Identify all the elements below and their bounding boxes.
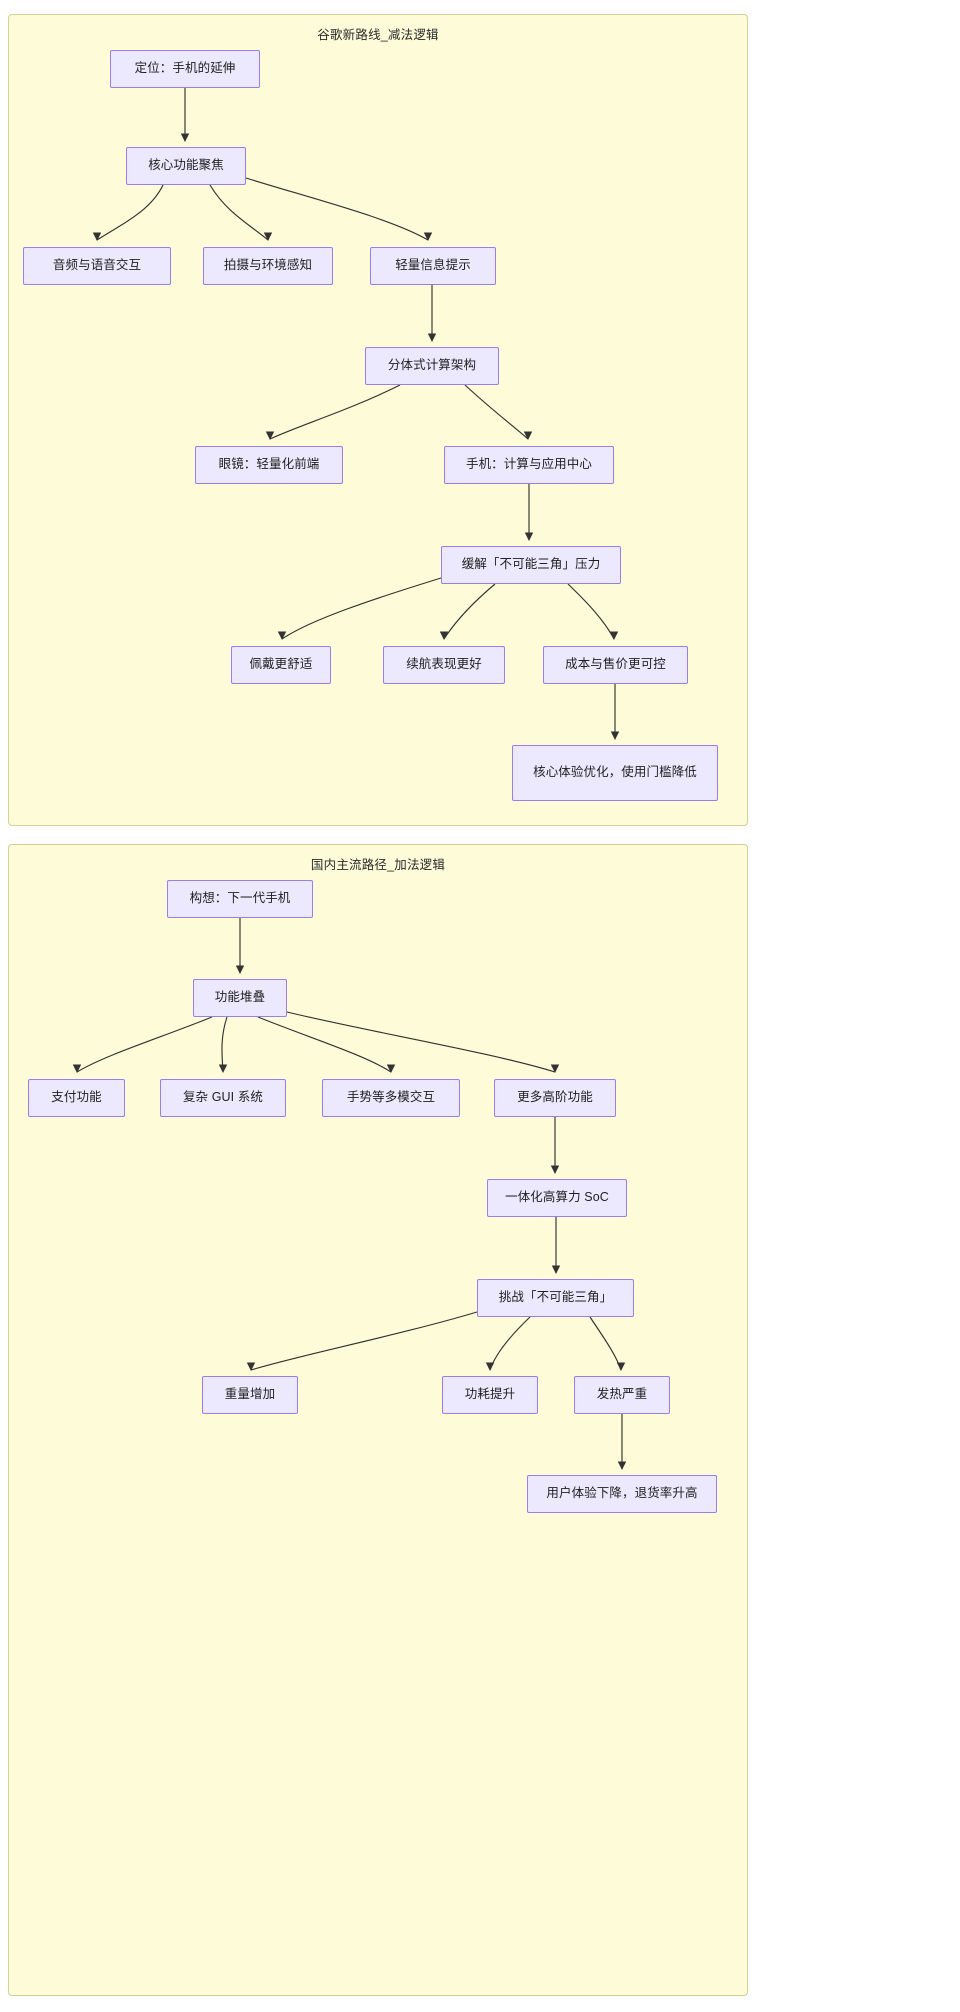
node-d10[interactable]: 功耗提升 <box>442 1376 538 1414</box>
node-label: 复杂 GUI 系统 <box>182 1090 264 1105</box>
node-g4[interactable]: 拍摄与环境感知 <box>203 247 333 285</box>
node-label: 核心功能聚焦 <box>148 158 224 173</box>
node-label: 一体化高算力 SoC <box>505 1190 609 1205</box>
node-label: 轻量信息提示 <box>395 258 471 273</box>
node-g2[interactable]: 核心功能聚焦 <box>126 147 246 185</box>
subgraph-sg-google: 谷歌新路线_减法逻辑 <box>8 14 748 826</box>
node-g10[interactable]: 佩戴更舒适 <box>231 646 331 684</box>
node-label: 手机：计算与应用中心 <box>465 457 592 472</box>
node-label: 重量增加 <box>224 1387 276 1402</box>
node-label: 支付功能 <box>51 1090 102 1105</box>
node-label: 功耗提升 <box>464 1387 516 1402</box>
node-label: 缓解「不可能三角」压力 <box>461 557 601 572</box>
node-label: 定位：手机的延伸 <box>134 61 236 76</box>
node-d5[interactable]: 手势等多模交互 <box>322 1079 460 1117</box>
node-label: 构想：下一代手机 <box>189 891 291 906</box>
node-d3[interactable]: 支付功能 <box>28 1079 125 1117</box>
node-label: 拍摄与环境感知 <box>223 258 313 273</box>
node-label: 核心体验优化，使用门槛降低 <box>533 765 697 780</box>
node-d8[interactable]: 挑战「不可能三角」 <box>477 1279 634 1317</box>
node-label: 手势等多模交互 <box>346 1090 436 1105</box>
node-g9[interactable]: 缓解「不可能三角」压力 <box>441 546 621 584</box>
node-label: 更多高阶功能 <box>517 1090 593 1105</box>
node-d4[interactable]: 复杂 GUI 系统 <box>160 1079 286 1117</box>
node-label: 发热严重 <box>596 1387 648 1402</box>
subgraph-title: 谷歌新路线_减法逻辑 <box>317 28 439 42</box>
node-label: 眼镜：轻量化前端 <box>218 457 320 472</box>
node-label: 挑战「不可能三角」 <box>498 1290 613 1305</box>
node-d6[interactable]: 更多高阶功能 <box>494 1079 616 1117</box>
node-g11[interactable]: 续航表现更好 <box>383 646 505 684</box>
node-label: 佩戴更舒适 <box>249 657 313 672</box>
node-g8[interactable]: 手机：计算与应用中心 <box>444 446 614 484</box>
node-d7[interactable]: 一体化高算力 SoC <box>487 1179 627 1217</box>
node-d2[interactable]: 功能堆叠 <box>193 979 287 1017</box>
node-d12[interactable]: 用户体验下降，退货率升高 <box>527 1475 717 1513</box>
subgraph-sg-domestic: 国内主流路径_加法逻辑 <box>8 844 748 1996</box>
node-label: 用户体验下降，退货率升高 <box>546 1486 698 1501</box>
node-g3[interactable]: 音频与语音交互 <box>23 247 171 285</box>
node-d11[interactable]: 发热严重 <box>574 1376 670 1414</box>
node-d9[interactable]: 重量增加 <box>202 1376 298 1414</box>
node-label: 音频与语音交互 <box>52 258 142 273</box>
node-g7[interactable]: 眼镜：轻量化前端 <box>195 446 343 484</box>
node-g1[interactable]: 定位：手机的延伸 <box>110 50 260 88</box>
node-d1[interactable]: 构想：下一代手机 <box>167 880 313 918</box>
node-g13[interactable]: 核心体验优化，使用门槛降低 <box>512 745 718 801</box>
node-g12[interactable]: 成本与售价更可控 <box>543 646 688 684</box>
node-label: 分体式计算架构 <box>387 358 477 373</box>
node-g6[interactable]: 分体式计算架构 <box>365 347 499 385</box>
node-g5[interactable]: 轻量信息提示 <box>370 247 496 285</box>
node-label: 成本与售价更可控 <box>565 657 666 672</box>
node-label: 功能堆叠 <box>214 990 266 1005</box>
subgraph-title: 国内主流路径_加法逻辑 <box>310 858 446 872</box>
node-label: 续航表现更好 <box>406 657 482 672</box>
